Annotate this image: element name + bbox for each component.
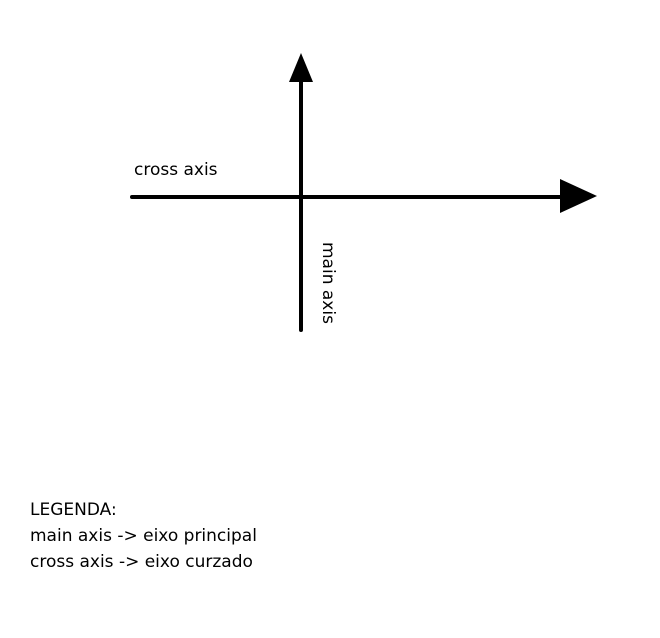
legend-item-main-axis: main axis -> eixo principal bbox=[30, 526, 257, 546]
legend-title: LEGENDA: bbox=[30, 500, 117, 520]
legend-item-cross-axis: cross axis -> eixo curzado bbox=[30, 552, 253, 572]
cross-axis-arrowhead bbox=[560, 179, 597, 213]
main-axis-label: main axis bbox=[318, 242, 338, 324]
legend: LEGENDA: main axis -> eixo principal cro… bbox=[30, 497, 257, 575]
cross-axis-label: cross axis bbox=[134, 160, 218, 180]
main-axis-arrowhead bbox=[289, 53, 313, 82]
